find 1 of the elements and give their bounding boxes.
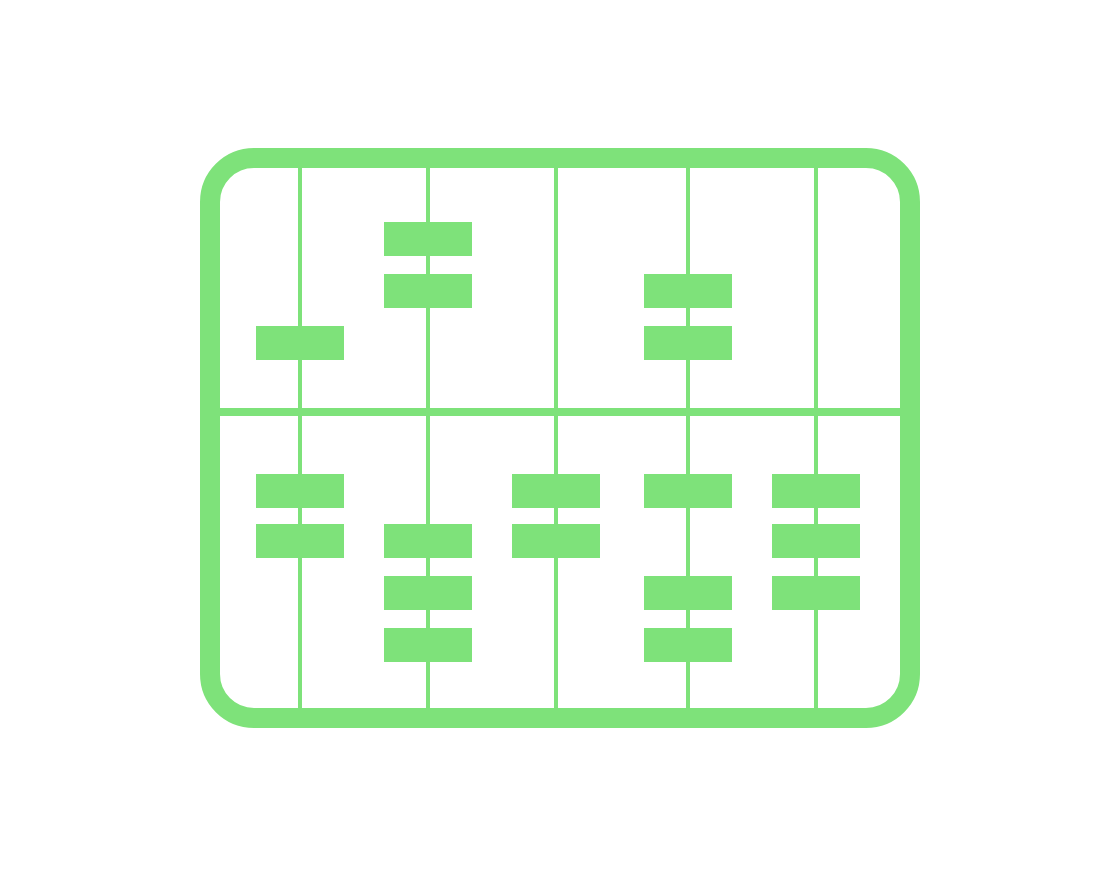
abacus-drawing <box>200 148 920 728</box>
